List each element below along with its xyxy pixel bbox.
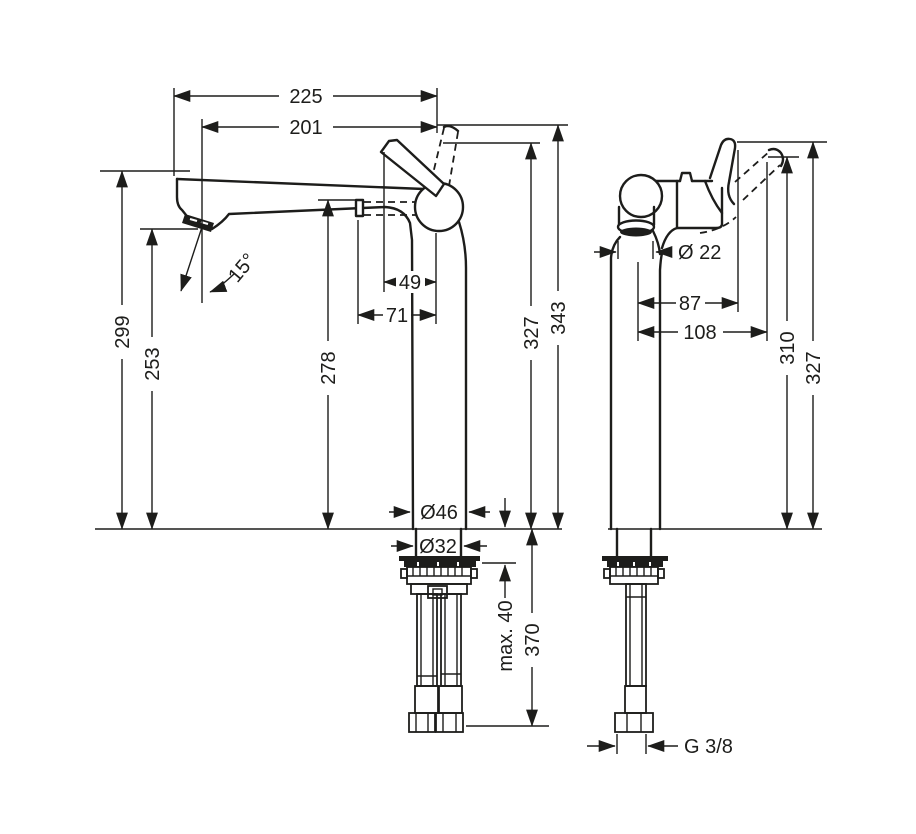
front-aerator bbox=[182, 214, 214, 232]
front-view-dimensions: 225 201 343 327 299 253 bbox=[100, 85, 570, 727]
dim-spout-diameter: Ø 22 bbox=[594, 242, 721, 264]
front-view bbox=[95, 124, 562, 733]
side-supply-hose bbox=[614, 583, 654, 733]
front-handle-lever bbox=[379, 138, 446, 198]
side-spout-ball bbox=[618, 173, 664, 219]
dim-label-base-diameter: Ø46 bbox=[420, 502, 458, 524]
dim-label-spout-angle: 15° bbox=[224, 249, 260, 286]
dim-label-height-343: 343 bbox=[548, 301, 570, 334]
dim-label-spout-reach: 201 bbox=[289, 117, 322, 139]
dim-aerator-height: 253 bbox=[141, 228, 164, 530]
dim-49: 49 bbox=[383, 271, 437, 294]
dim-label-spout-diameter: Ø 22 bbox=[678, 242, 721, 264]
dim-label-connection-thread: G 3/8 bbox=[684, 736, 733, 758]
dim-total-width: 225 bbox=[173, 85, 438, 108]
dim-label-body-top-height: 278 bbox=[318, 351, 340, 384]
dim-hose-length: 370 bbox=[521, 528, 544, 727]
front-body-right-edge bbox=[457, 220, 468, 531]
front-supply-hoses bbox=[408, 593, 464, 733]
side-handle-lever bbox=[703, 137, 737, 215]
front-cartridge-hidden-lines bbox=[354, 198, 424, 218]
front-mounting-clamp bbox=[410, 583, 468, 599]
dim-label-hose-length: 370 bbox=[522, 623, 544, 656]
dim-connection-thread: G 3/8 bbox=[587, 736, 733, 758]
dim-height-310: 310 bbox=[776, 156, 799, 530]
dim-height-327-front: 327 bbox=[520, 142, 543, 530]
dim-label-handle-depth-max: 108 bbox=[683, 322, 716, 344]
dim-height-343: 343 bbox=[547, 124, 570, 530]
dim-spout-angle: 15° bbox=[180, 223, 261, 293]
dim-label-height-310: 310 bbox=[777, 331, 799, 364]
dim-body-top-height: 278 bbox=[317, 199, 340, 530]
dim-base-diameter: Ø46 bbox=[389, 502, 490, 524]
front-spout-top-edge bbox=[175, 177, 426, 191]
dim-handle-depth-max: 108 bbox=[637, 321, 768, 344]
side-handle-housing bbox=[654, 171, 737, 250]
front-spout-left-edge bbox=[175, 177, 188, 217]
dim-label-deck-thickness: max. 40 bbox=[495, 600, 517, 671]
front-mounting-nut bbox=[400, 566, 478, 585]
side-mounting-shank bbox=[602, 527, 668, 567]
dim-label-handle-depth: 87 bbox=[679, 293, 701, 315]
side-body-right-edge bbox=[658, 249, 665, 531]
dim-label-shank-diameter: Ø32 bbox=[419, 536, 457, 558]
dim-spout-reach: 201 bbox=[201, 116, 438, 139]
side-body-left-edge bbox=[609, 235, 622, 531]
dim-deck-thickness: max. 40 bbox=[495, 498, 517, 672]
dim-label-height-327-front: 327 bbox=[521, 316, 543, 349]
dim-label-height-327-side: 327 bbox=[803, 351, 825, 384]
dim-label-49: 49 bbox=[399, 272, 421, 294]
dim-height-327-side: 327 bbox=[802, 141, 825, 530]
dim-label-spout-top-height: 299 bbox=[112, 315, 134, 348]
side-view bbox=[602, 137, 822, 733]
dim-71: 71 bbox=[357, 304, 437, 327]
front-mounting-shank bbox=[399, 527, 480, 567]
dim-shank-diameter: Ø32 bbox=[391, 536, 487, 558]
dim-handle-depth: 87 bbox=[637, 292, 739, 315]
front-handle-alt-position bbox=[430, 124, 460, 193]
front-spout-underside bbox=[210, 205, 415, 531]
dim-label-total-width: 225 bbox=[289, 86, 322, 108]
dim-label-aerator-height: 253 bbox=[142, 347, 164, 380]
dim-label-71: 71 bbox=[386, 305, 408, 327]
side-view-dimensions: Ø 22 87 108 310 327 G 3/8 bbox=[587, 141, 827, 758]
side-mounting-nut bbox=[603, 566, 665, 585]
dim-spout-top-height: 299 bbox=[111, 170, 134, 530]
